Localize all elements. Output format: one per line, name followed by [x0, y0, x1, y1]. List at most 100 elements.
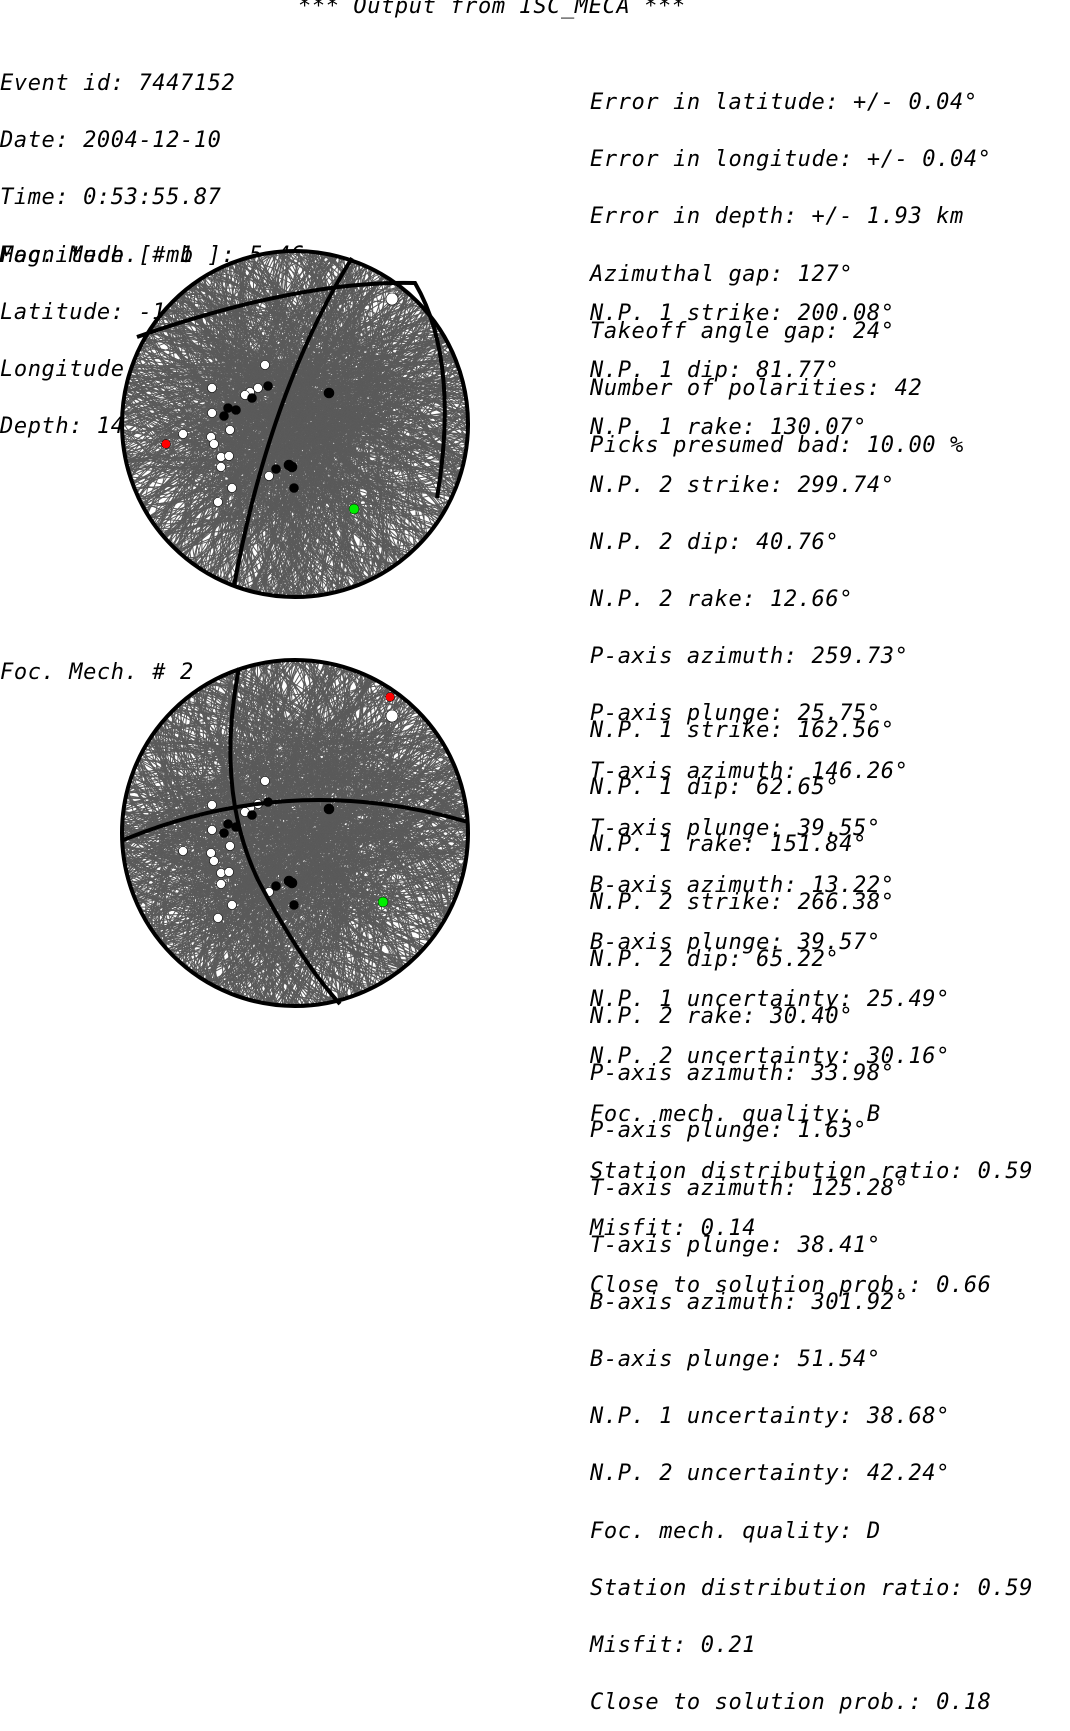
dilatation-station [178, 429, 188, 439]
fan-line [182, 700, 334, 995]
fan-line [228, 672, 457, 896]
dilatation-station [225, 841, 235, 851]
fan-line [164, 444, 454, 539]
fan-line [253, 682, 392, 1002]
param-line: Misfit: 0.21 [590, 1633, 757, 1658]
fan-line [295, 318, 433, 597]
fan-line [126, 456, 462, 473]
param-line: N.P. 1 strike: 162.56° [590, 718, 895, 743]
dilatation-station [178, 846, 188, 856]
fan-line [311, 251, 415, 550]
fan-line [144, 741, 468, 854]
param-line: T-axis azimuth: 146.26° [590, 758, 909, 784]
fan-line [154, 662, 267, 938]
fan-line [321, 274, 384, 595]
fan-line [164, 308, 445, 337]
compression-station [219, 411, 229, 421]
fan-line [265, 331, 442, 595]
fan-line [264, 253, 328, 595]
fan-line [328, 729, 435, 1003]
dilatation-station [209, 439, 219, 449]
fan-line [138, 348, 405, 559]
fan-line [126, 375, 461, 475]
beachball-outline [120, 658, 470, 1008]
fan-line [193, 691, 468, 849]
fan-line [123, 771, 458, 854]
fan-line [137, 760, 468, 821]
dilatation-station [260, 360, 270, 370]
fan-line [187, 287, 342, 596]
dilatation-station [207, 800, 217, 810]
error-info: Error in latitude: +/- 0.04° Error in lo… [590, 55, 992, 474]
param-line: T-axis plunge: 38.41° [590, 1232, 881, 1258]
fan-line [179, 294, 468, 412]
fan-line [165, 308, 312, 597]
fan-line [179, 252, 335, 554]
p-axis-marker [161, 439, 171, 449]
fan-line [205, 313, 429, 573]
dilatation-station [224, 451, 234, 461]
param-line: T-axis azimuth: 125.28° [590, 1175, 909, 1201]
beachball-outline [120, 249, 470, 599]
compression-station [223, 819, 233, 829]
fan-line [208, 682, 343, 1000]
fan-line [136, 337, 305, 597]
dilatation-station [385, 709, 399, 723]
param-line: T-axis plunge: 39.55° [590, 815, 881, 841]
dilatation-station [206, 848, 216, 858]
fan-line [125, 388, 385, 573]
fan-line [128, 880, 459, 906]
fan-line [234, 254, 428, 536]
dilatation-station [227, 900, 237, 910]
fan-line [148, 879, 458, 926]
param-line: Station distribution ratio: 0.59 [590, 1575, 1034, 1601]
fan-line [148, 323, 402, 562]
fan-line [199, 660, 338, 978]
fan-line [225, 265, 381, 580]
fan-line [167, 660, 333, 951]
fan-line [177, 700, 268, 1005]
param-line: N.P. 2 rake: 12.66° [590, 586, 854, 612]
dilatation-station [207, 825, 217, 835]
param-line: N.P. 1 uncertainty: 38.68° [590, 1404, 950, 1430]
fan-line [140, 762, 454, 931]
dilatation-station [227, 483, 237, 493]
param-line: N.P. 1 uncertainty: 25.49° [590, 987, 950, 1013]
fan-line [339, 665, 408, 965]
fan-line [212, 680, 393, 977]
compression-station [289, 900, 299, 910]
fan-line [283, 265, 395, 567]
fan-line [189, 286, 346, 592]
param-line: Foc. mech. quality: D [590, 1518, 881, 1544]
fan-line [130, 779, 468, 834]
dilatation-station [207, 383, 217, 393]
dilatation-station [209, 856, 219, 866]
fan-line [132, 323, 437, 484]
fan-line [243, 667, 386, 982]
fan-line [142, 348, 452, 506]
fan-line [130, 286, 401, 386]
mechanism-2-label: Foc. Mech. # 2 [0, 660, 194, 685]
fan-line [136, 762, 468, 871]
fan-line [149, 329, 464, 462]
page-title: *** Output from ISC_MECA *** [298, 0, 686, 19]
fan-line [162, 395, 467, 536]
fan-line [141, 736, 439, 754]
fan-line [278, 341, 448, 597]
fan-line [154, 401, 466, 526]
fan-line [273, 251, 442, 517]
compression-station [247, 393, 257, 403]
dilatation-station [213, 913, 223, 923]
fan-line [191, 284, 283, 597]
fan-line [122, 334, 444, 405]
fan-line [307, 251, 394, 572]
fan-line [209, 272, 302, 590]
fan-line [234, 663, 287, 996]
fan-line [122, 752, 460, 851]
param-line: P-axis plunge: 1.63° [590, 1118, 867, 1144]
fan-line [212, 271, 468, 429]
beachball-1-group [120, 249, 470, 599]
fan-line [233, 670, 368, 1001]
dilatation-station [216, 452, 226, 462]
param-line: B-axis azimuth: 301.92° [590, 1289, 909, 1315]
